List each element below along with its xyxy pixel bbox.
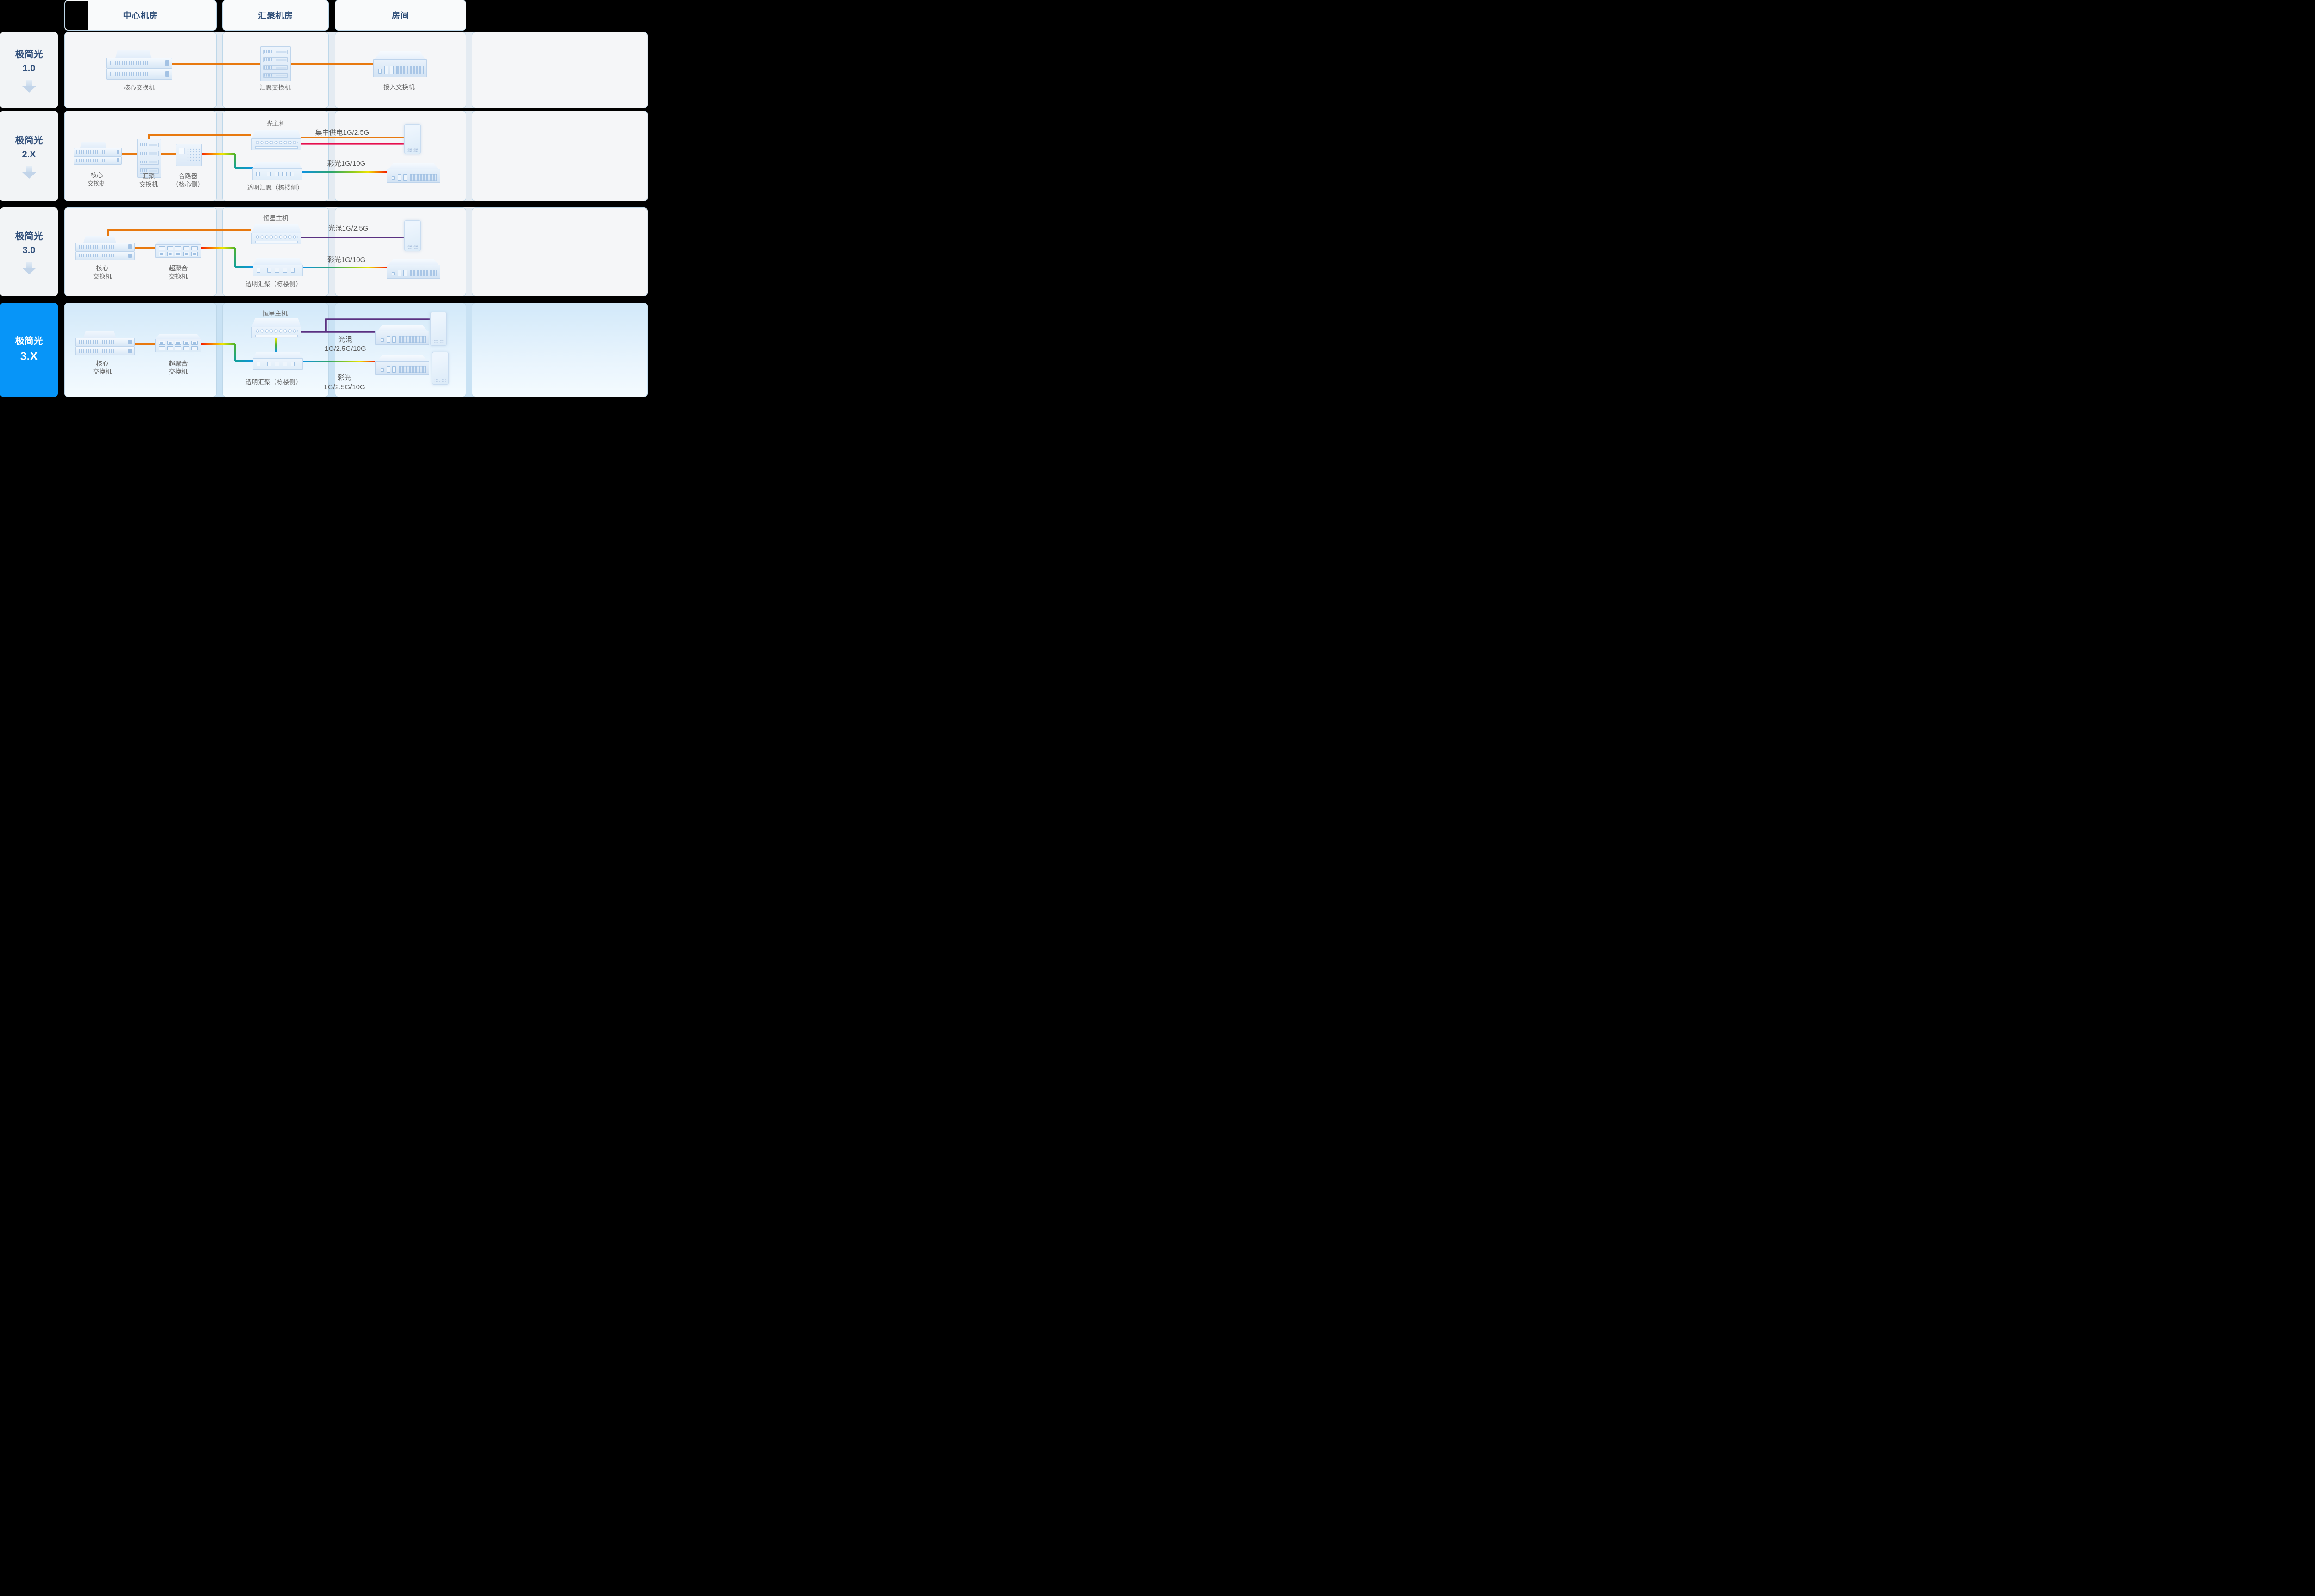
- wall-panel-icon: LAN1 LAN2 LAN3 LAN4: [404, 220, 421, 251]
- transparent-agg-icon: [253, 258, 303, 276]
- device-label: 核心交换机: [124, 84, 155, 91]
- super-agg-switch-icon: [155, 334, 201, 352]
- room-access-switch-icon: [387, 259, 440, 279]
- device-label: 光主机: [266, 120, 286, 127]
- device-label: 汇聚交换机: [139, 172, 158, 188]
- cell-agg-room: [222, 111, 329, 201]
- wall-panel-icon: LAN1 LAN2 LAN3 LAN4: [404, 124, 421, 154]
- device-label: 汇聚交换机: [259, 84, 291, 91]
- empty-column-card: [472, 32, 647, 108]
- header-logo-block: [65, 1, 88, 30]
- access-switch-icon: [373, 51, 427, 77]
- device-label: 核心交换机: [87, 171, 106, 187]
- device-label: 核心交换机: [93, 264, 112, 280]
- cell-room: [335, 207, 466, 296]
- header-card-central-room: 中心机房: [64, 0, 217, 31]
- wall-panel-icon: LAN1 LAN2 LAN3 LAN4: [432, 352, 449, 385]
- device-label: 超聚合交换机: [169, 360, 188, 375]
- down-arrow-icon: [21, 261, 37, 274]
- room-access-switch-icon: [375, 325, 429, 345]
- aggregation-switch-icon: [137, 139, 161, 178]
- core-switch-icon: [75, 331, 135, 355]
- transparent-agg-icon: [253, 352, 303, 370]
- row-columns: [64, 207, 648, 296]
- cell-room: [335, 111, 466, 201]
- device-label: 核心交换机: [93, 360, 112, 375]
- cell-agg-room: [222, 207, 329, 296]
- super-agg-switch-icon: [155, 239, 201, 258]
- header-card-room: 房间: [335, 0, 466, 31]
- optical-host-icon: [251, 130, 301, 150]
- core-switch-icon: [75, 236, 135, 260]
- link-label: 彩光1G/10G: [327, 159, 366, 168]
- device-label: 透明汇聚（栋楼侧）: [245, 280, 302, 287]
- wall-panel-icon: LAN1 LAN2 LAN3 LAN4: [430, 312, 447, 346]
- link-label: 彩光1G/10G: [327, 256, 366, 264]
- transparent-agg-icon: [252, 162, 302, 180]
- link-label: 集中供电1G/2.5G: [315, 128, 369, 137]
- device-label: 超聚合交换机: [169, 264, 188, 280]
- down-arrow-icon: [21, 80, 37, 93]
- column-title: 中心机房: [123, 11, 158, 20]
- device-label: 恒星主机: [263, 310, 288, 317]
- device-label: 透明汇聚（栋楼侧）: [245, 378, 302, 386]
- empty-column-card: [472, 111, 647, 201]
- empty-column-card: [472, 207, 647, 296]
- room-access-switch-icon: [375, 355, 429, 375]
- room-access-switch-icon: [387, 163, 440, 183]
- combiner-icon: [176, 144, 202, 166]
- core-switch-icon: [74, 142, 122, 165]
- down-arrow-icon: [21, 165, 37, 179]
- empty-column-card: [472, 303, 647, 397]
- column-title: 房间: [392, 11, 409, 20]
- core-switch-icon: [106, 50, 172, 80]
- star-host-icon: [251, 318, 301, 338]
- star-host-icon: [251, 224, 301, 244]
- column-title: 汇聚机房: [258, 11, 293, 20]
- device-label: 恒星主机: [263, 214, 288, 222]
- device-label: 接入交换机: [383, 83, 415, 91]
- device-label: 合路器（核心侧）: [172, 172, 204, 188]
- link-label: 光混1G/2.5G: [328, 224, 369, 232]
- device-label: 透明汇聚（栋楼侧）: [247, 184, 303, 191]
- aggregation-switch-icon: [260, 46, 291, 81]
- header-card-agg-room: 汇聚机房: [222, 0, 329, 31]
- row-columns: [64, 32, 648, 108]
